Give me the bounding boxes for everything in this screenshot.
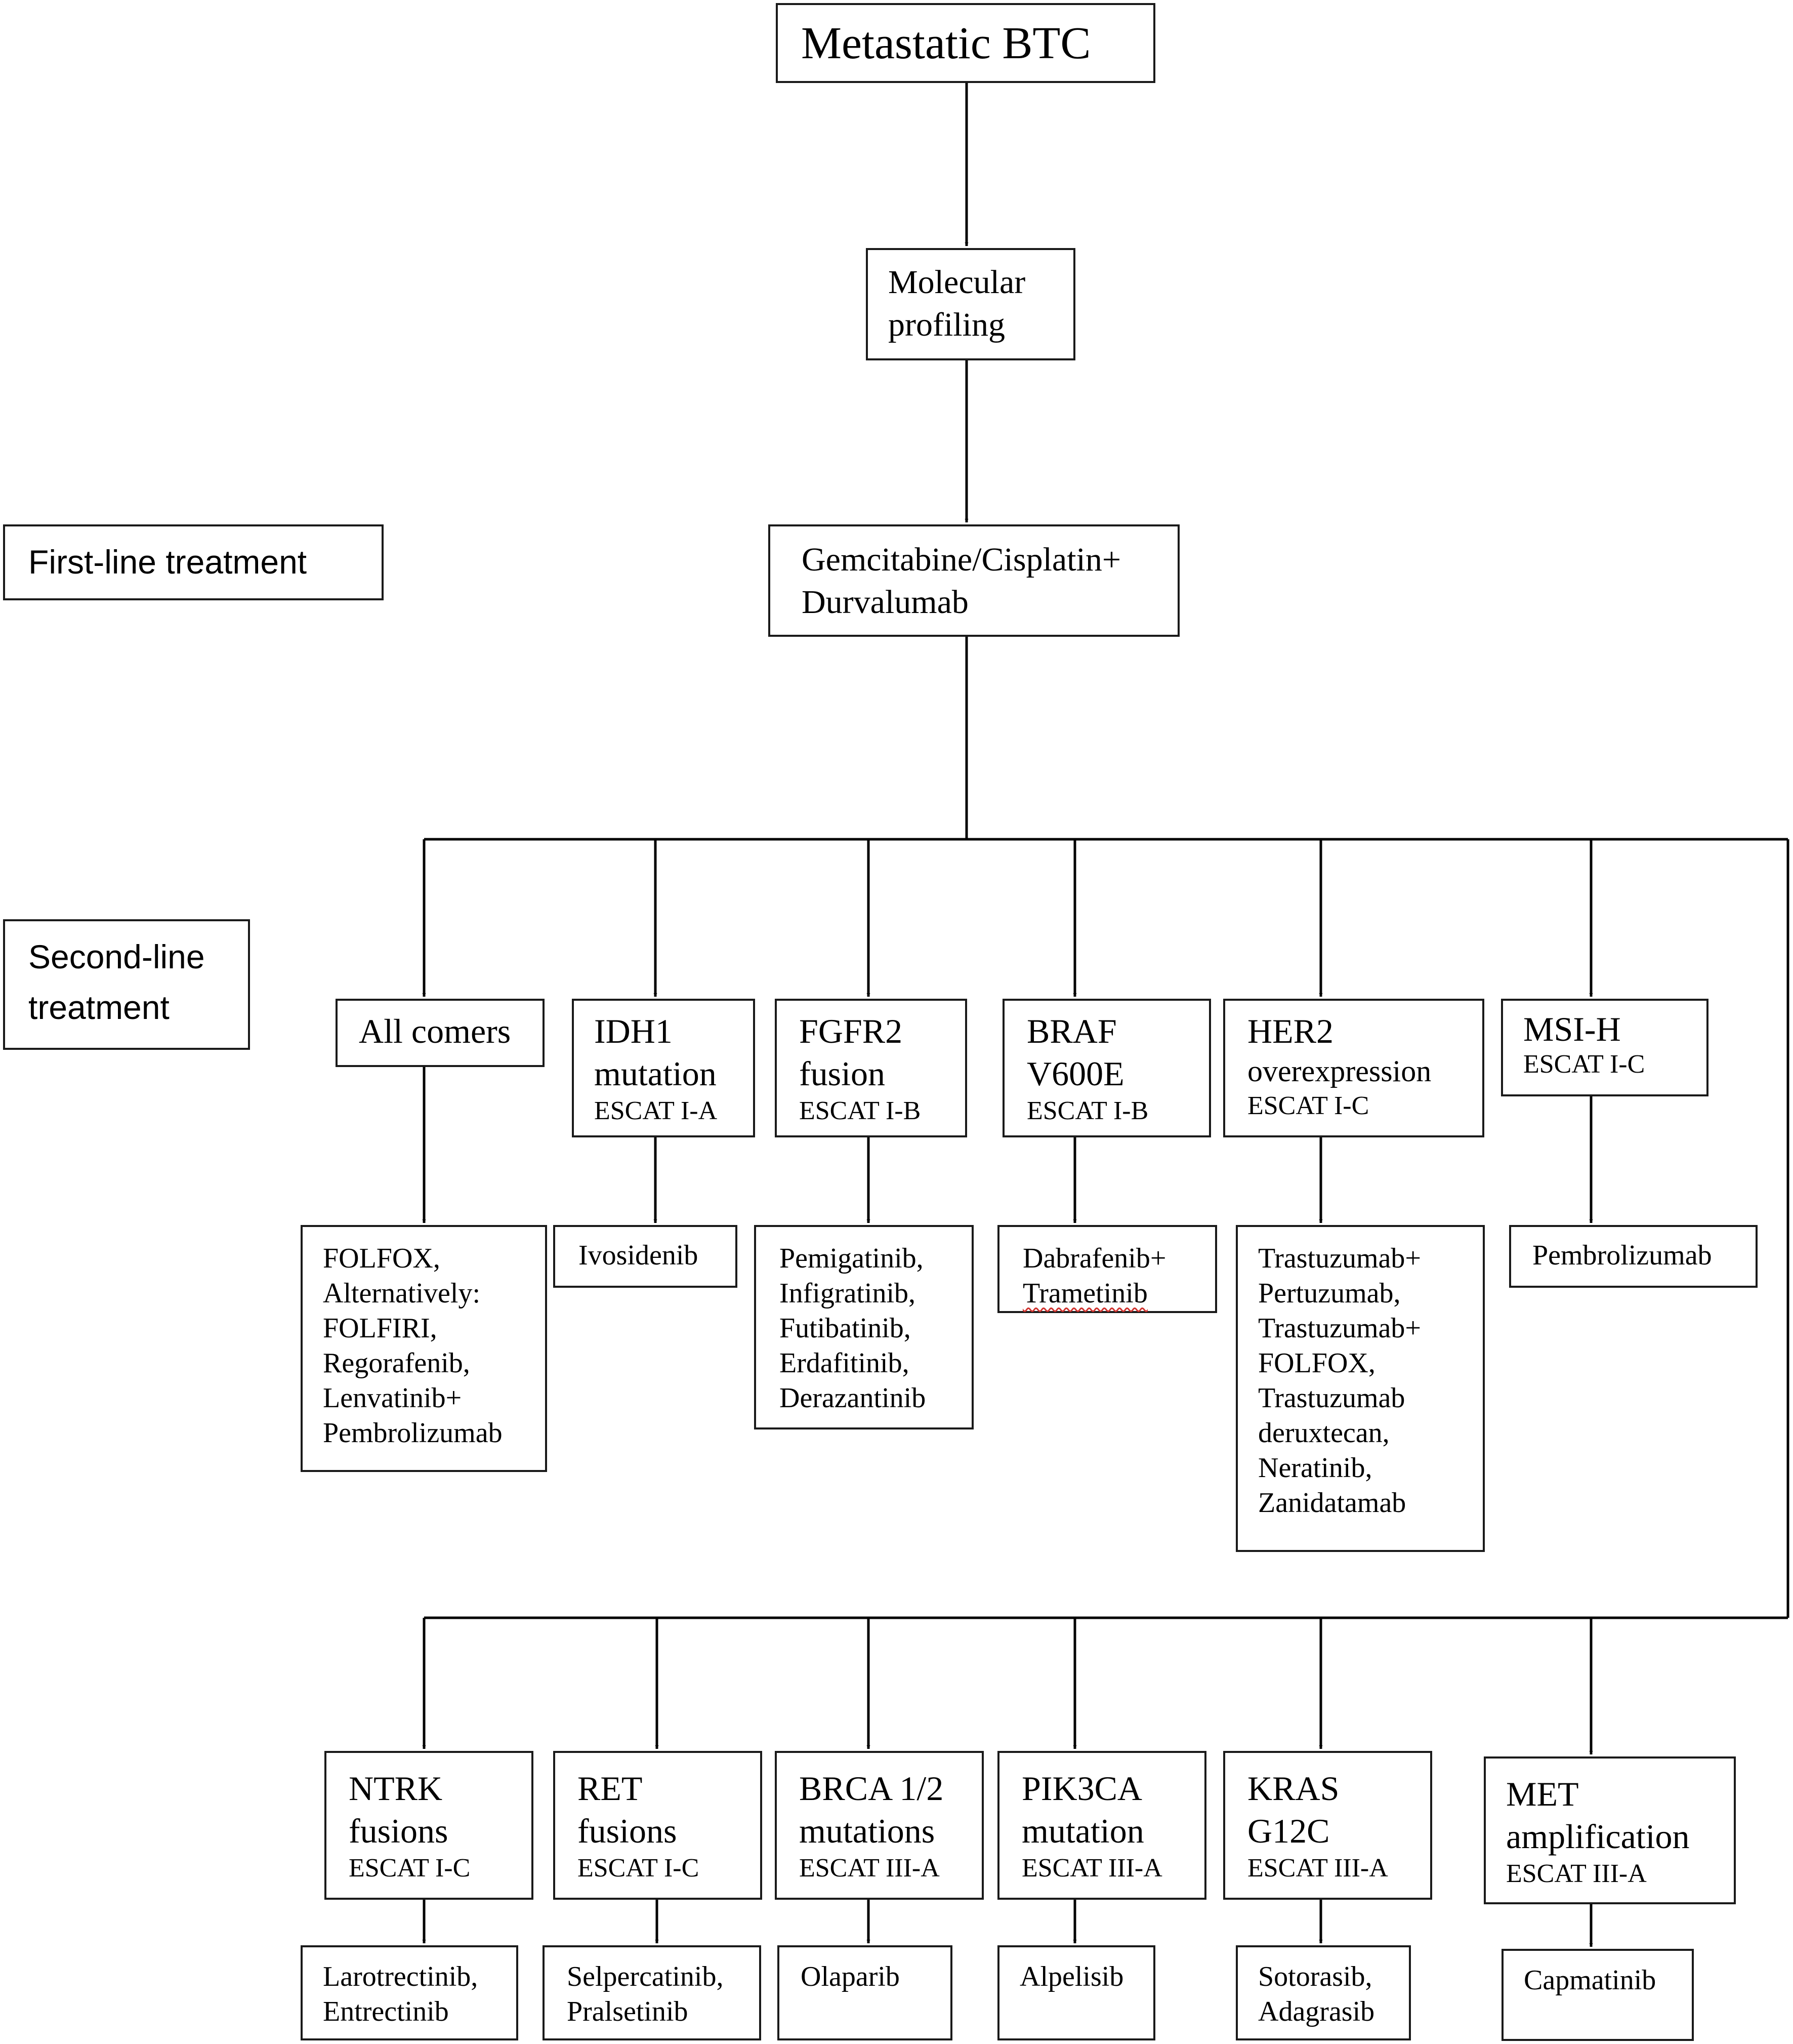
first-line-regimen: Gemcitabine/Cisplatin+ Durvalumab [802,541,1121,621]
treatment-node-ntrk: Larotrectinib, Entrectinib [301,1945,518,2040]
treatment-text: Sotorasib, Adagrasib [1258,1961,1375,2027]
first-line-label-text: First-line treatment [28,543,307,581]
biomarker-node-fgfr2: FGFR2 fusion ESCAT I-B [775,999,967,1137]
biomarker-name: MET amplification [1506,1775,1690,1856]
biomarker-node-pik3ca: PIK3CA mutation ESCAT III-A [997,1751,1206,1900]
first-line-label: First-line treatment [3,524,384,600]
root-node-metastatic-btc: Metastatic BTC [776,3,1155,83]
biomarker-name: BRCA 1/2 mutations [799,1769,944,1850]
biomarker-name: MSI-H [1523,1010,1621,1048]
root-title: Metastatic BTC [801,18,1091,68]
treatment-text: Ivosidenib [578,1240,698,1271]
second-line-label: Second-line treatment [3,919,250,1050]
biomarker-node-idh1: IDH1 mutation ESCAT I-A [572,999,755,1137]
biomarker-node-all-comers: All comers [336,999,545,1067]
biomarker-node-her2: HER2 overexpression ESCAT I-C [1223,999,1484,1137]
escat-level: ESCAT III-A [1506,1859,1647,1888]
treatment-text: Pemigatinib, Infigratinib, Futibatinib, … [779,1243,926,1414]
treatment-text-line1: Dabrafenib+ [1023,1243,1166,1274]
treatment-node-pik3ca: Alpelisib [997,1945,1155,2040]
first-line-treatment-node: Gemcitabine/Cisplatin+ Durvalumab [768,524,1180,637]
treatment-node-met: Capmatinib [1502,1949,1694,2041]
treatment-text: Capmatinib [1524,1965,1656,1996]
escat-level: ESCAT III-A [1247,1854,1388,1883]
biomarker-name: HER2 [1247,1012,1333,1050]
biomarker-node-met: MET amplification ESCAT III-A [1484,1756,1736,1904]
treatment-text: Olaparib [801,1961,900,1992]
biomarker-node-ntrk: NTRK fusions ESCAT I-C [324,1751,533,1900]
biomarker-name: BRAF V600E [1027,1012,1124,1093]
escat-level: ESCAT I-A [594,1096,718,1125]
treatment-node-idh1: Ivosidenib [553,1225,737,1288]
biomarker-name: IDH1 mutation [594,1012,717,1093]
biomarker-node-kras: KRAS G12C ESCAT III-A [1223,1751,1432,1900]
treatment-text: Alpelisib [1020,1961,1124,1992]
treatment-node-all-comers: FOLFOX, Alternatively: FOLFIRI, Regorafe… [301,1225,547,1472]
treatment-text: FOLFOX, Alternatively: FOLFIRI, Regorafe… [323,1243,503,1449]
profiling-title: Molecular profiling [888,264,1026,343]
treatment-text: Trastuzumab+ Pertuzumab, Trastuzumab+ FO… [1258,1243,1421,1519]
biomarker-name: RET fusions [577,1769,677,1850]
treatment-node-ret: Selpercatinib, Pralsetinib [543,1945,761,2040]
biomarker-node-brca: BRCA 1/2 mutations ESCAT III-A [775,1751,984,1900]
biomarker-name: KRAS G12C [1247,1769,1340,1850]
biomarker-subname: overexpression [1247,1054,1432,1088]
escat-level: ESCAT I-C [1523,1050,1645,1079]
escat-level: ESCAT I-B [1027,1096,1149,1125]
biomarker-name: NTRK fusions [349,1769,448,1850]
escat-level: ESCAT I-C [349,1854,471,1883]
escat-level: ESCAT III-A [799,1854,940,1883]
treatment-node-kras: Sotorasib, Adagrasib [1236,1945,1411,2040]
treatment-node-her2: Trastuzumab+ Pertuzumab, Trastuzumab+ FO… [1236,1225,1485,1552]
biomarker-name: PIK3CA mutation [1022,1769,1144,1850]
treatment-text: Pembrolizumab [1532,1240,1712,1271]
treatment-node-braf: Dabrafenib+ Trametinib [997,1225,1217,1313]
treatment-node-brca: Olaparib [777,1945,952,2040]
treatment-node-msi-h: Pembrolizumab [1509,1225,1758,1288]
treatment-text: Larotrectinib, Entrectinib [323,1961,478,2027]
treatment-text-line2: Trametinib [1023,1278,1148,1309]
second-line-label-text: Second-line treatment [28,938,205,1026]
biomarker-node-msi-h: MSI-H ESCAT I-C [1501,999,1708,1096]
escat-level: ESCAT III-A [1022,1854,1162,1883]
biomarker-node-ret: RET fusions ESCAT I-C [553,1751,762,1900]
escat-level: ESCAT I-C [577,1854,699,1883]
molecular-profiling-node: Molecular profiling [866,248,1075,360]
biomarker-name: All comers [359,1012,511,1050]
treatment-text: Selpercatinib, Pralsetinib [567,1961,724,2027]
biomarker-node-braf: BRAF V600E ESCAT I-B [1003,999,1211,1137]
treatment-node-fgfr2: Pemigatinib, Infigratinib, Futibatinib, … [754,1225,974,1429]
biomarker-name: FGFR2 fusion [799,1012,903,1093]
escat-level: ESCAT I-B [799,1096,921,1125]
escat-level: ESCAT I-C [1247,1091,1369,1120]
